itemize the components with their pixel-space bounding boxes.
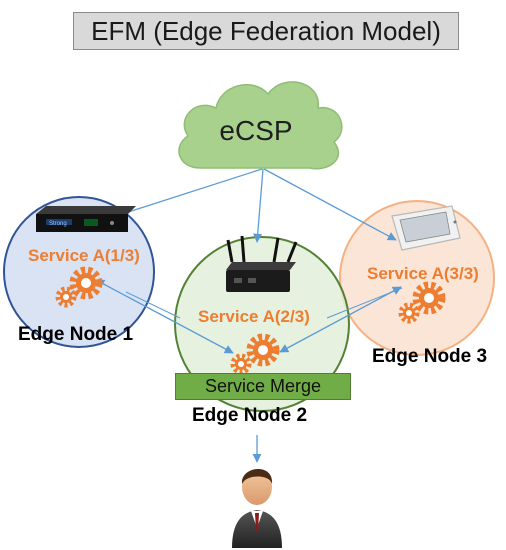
gear-icon — [230, 353, 252, 375]
gear-icon — [398, 302, 420, 324]
tablet-icon — [391, 205, 461, 251]
user-icon — [232, 468, 282, 548]
gear-icon — [69, 266, 103, 300]
arrow-node3-node2 — [279, 286, 402, 353]
arrow-node2-node3-upper — [326, 287, 403, 319]
gear-icon — [55, 286, 77, 308]
edge-node-3-label: Edge Node 3 — [372, 346, 488, 367]
set-top-box-icon: Strong — [36, 206, 136, 232]
edge-node-2-label: Edge Node 2 — [192, 405, 308, 426]
service-label-node1: Service A(1/3) — [28, 246, 140, 265]
service-label-node3: Service A(3/3) — [367, 264, 479, 283]
arrow-node1-node2 — [95, 279, 234, 354]
service-merge-box: Service Merge — [175, 373, 351, 400]
cloud-label: eCSP — [219, 115, 293, 146]
cloud-icon — [178, 81, 343, 170]
arrow-cloud-to-node2 — [253, 168, 264, 243]
arrow-node1-node2-upper — [125, 291, 181, 319]
edge-node-1-label: Edge Node 1 — [18, 324, 134, 345]
arrow-cloud-to-node1 — [115, 168, 263, 218]
router-icon — [226, 235, 298, 292]
arrow-cloud-to-node3 — [263, 168, 397, 241]
service-label-node2: Service A(2/3) — [198, 307, 310, 326]
gear-icon — [246, 333, 280, 367]
page-title: EFM (Edge Federation Model) — [73, 12, 459, 50]
gear-icon — [412, 281, 446, 315]
svg-text:Strong: Strong — [49, 221, 67, 227]
